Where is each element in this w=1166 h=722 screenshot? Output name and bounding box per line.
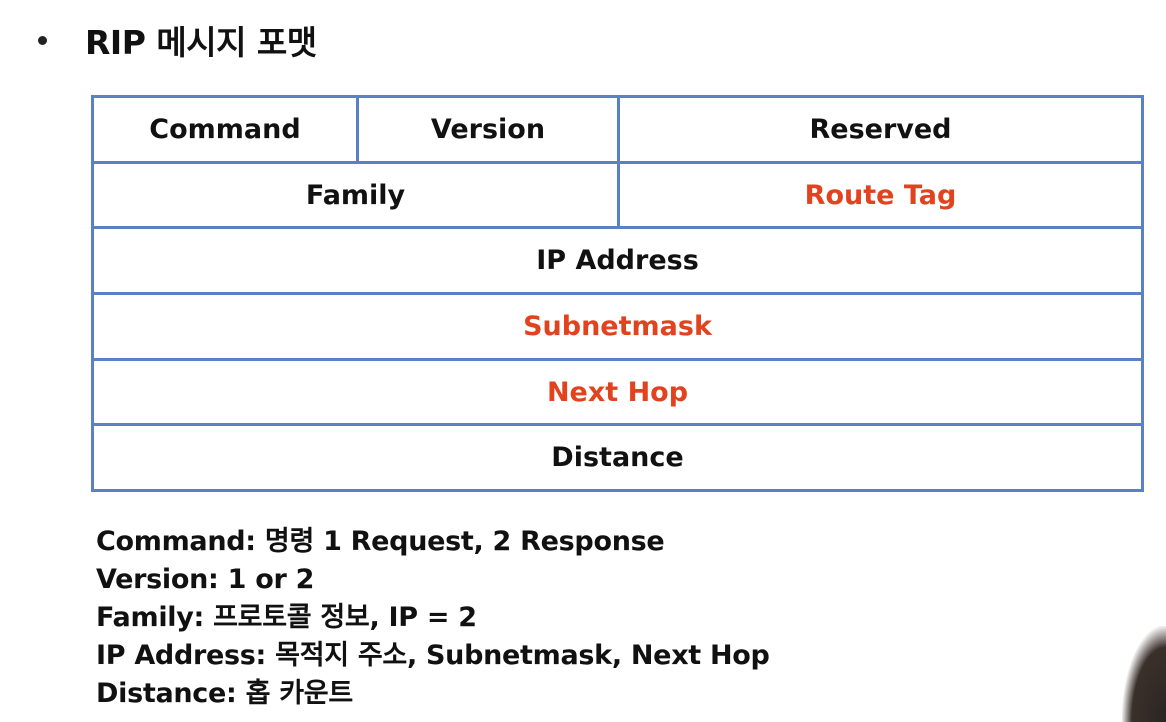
field-subnetmask: Subnetmask (523, 310, 712, 342)
field-next-hop: Next Hop (546, 376, 689, 408)
field-route-tag: Route Tag (617, 163, 1141, 227)
packet-row-ip-address: IP Address (94, 226, 1141, 292)
field-descriptions: Command: 명령 1 Request, 2 Response Versio… (96, 523, 770, 713)
packet-row-family: Family Route Tag (94, 160, 1141, 227)
note-command: Command: 명령 1 Request, 2 Response (96, 526, 665, 557)
packet-row-next-hop: Next Hop (94, 357, 1141, 424)
note-distance: Distance: 홉 카운트 (96, 678, 353, 709)
field-reserved: Reserved (617, 98, 1141, 161)
field-family: Family (305, 179, 406, 211)
presenter-video-overlay (1122, 626, 1166, 722)
field-version: Version (356, 98, 617, 161)
field-ip-address: IP Address (536, 245, 699, 277)
slide-title: RIP 메시지 포맷 (38, 12, 317, 68)
note-ip-address: IP Address: 목적지 주소, Subnetmask, Next Hop (96, 640, 770, 671)
note-version: Version: 1 or 2 (96, 564, 315, 595)
field-command: Command (149, 113, 301, 145)
slide-title-text: RIP 메시지 포맷 (85, 23, 317, 62)
rip-message-format-table: Command Version Reserved Family Route Ta… (91, 95, 1144, 492)
bullet-dot-icon (38, 35, 47, 45)
note-family: Family: 프로토콜 정보, IP = 2 (96, 602, 477, 633)
packet-row-subnetmask: Subnetmask (94, 292, 1141, 358)
packet-row-header: Command Version Reserved (94, 98, 1141, 161)
field-distance: Distance (551, 442, 684, 474)
packet-row-distance: Distance (94, 423, 1141, 489)
